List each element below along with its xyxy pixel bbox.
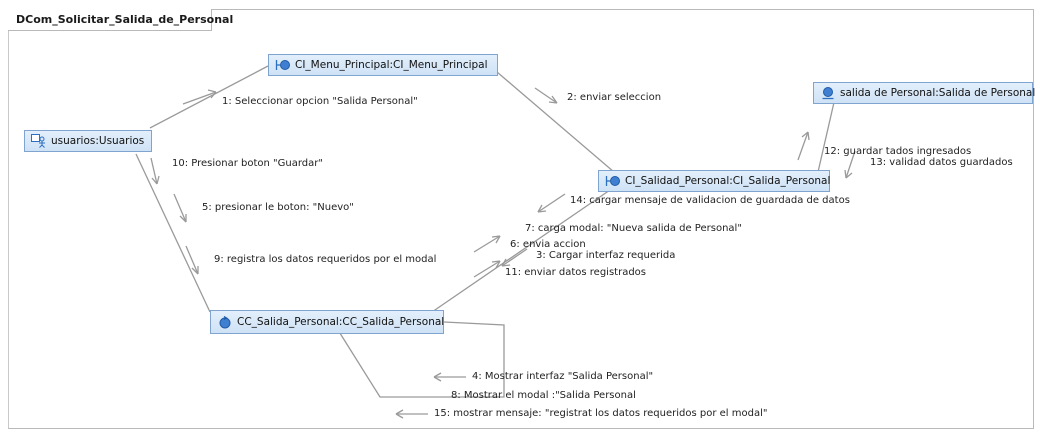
message-2: 2: enviar seleccion [567, 92, 662, 103]
link-ci-salida-entity [817, 97, 836, 173]
diagram-title: DCom_Solicitar_Salida_de_Personal [16, 13, 234, 26]
message-1: 1: Seleccionar opcion "Salida Personal" [222, 96, 418, 107]
message-11: 11: enviar datos registrados [505, 267, 646, 278]
boundary-icon [605, 176, 620, 186]
message-6: 6: envia accion [510, 239, 586, 250]
message-15: 15: mostrar mensaje: "registrat los dato… [434, 408, 768, 419]
message-3: 3: Cargar interfaz requerida [536, 250, 676, 261]
message-13: 13: validad datos guardados [870, 157, 1013, 168]
link-usuarios-menu [149, 65, 269, 129]
boundary-icon [275, 60, 290, 70]
entity-icon [822, 87, 834, 100]
arrow-m9 [185, 245, 199, 275]
message-7: 7: carga modal: "Nueva salida de Persona… [525, 223, 742, 234]
node-label: CC_Salida_Personal:CC_Salida_Personal [237, 316, 445, 328]
arrow-m14 [537, 193, 566, 213]
arrow-m12 [797, 131, 810, 161]
arrow-m15 [395, 409, 428, 419]
link-cc-ci-salida [431, 189, 611, 313]
control-icon [219, 315, 231, 329]
message-9: 9: registra los datos requeridos por el … [214, 254, 437, 265]
message-8: 8: Mostrar el modal :"Salida Personal [451, 390, 636, 401]
arrow-m6 [473, 235, 501, 253]
message-5: 5: presionar le boton: "Nuevo" [202, 202, 354, 213]
link-usuarios-cc [135, 153, 211, 313]
message-12: 12: guardar tados ingresados [824, 146, 972, 157]
arrow-m10 [150, 157, 160, 185]
node-ci-salida[interactable]: CI_Salidad_Personal:CI_Salida_Personal [598, 170, 830, 192]
arrow-m1 [182, 89, 217, 105]
arrow-m5 [173, 193, 187, 223]
node-usuarios[interactable]: usuarios:Usuarios [24, 130, 152, 152]
message-14: 14: cargar mensaje de validacion de guar… [570, 195, 850, 206]
link-menu-ci-salida [496, 71, 615, 173]
node-label: usuarios:Usuarios [51, 135, 145, 147]
node-cc-salida[interactable]: CC_Salida_Personal:CC_Salida_Personal [210, 310, 444, 334]
message-4: 4: Mostrar interfaz "Salida Personal" [472, 371, 654, 382]
actor-icon [31, 134, 45, 148]
node-label: salida de Personal:Salida de Personal [840, 87, 1036, 99]
arrow-m11 [473, 260, 501, 278]
diagram-title-tab: DCom_Solicitar_Salida_de_Personal [8, 9, 233, 31]
arrow-m2 [534, 87, 558, 104]
node-menu-principal[interactable]: CI_Menu_Principal:CI_Menu_Principal [268, 54, 498, 76]
node-label: CI_Salidad_Personal:CI_Salida_Personal [625, 175, 831, 187]
node-salida-entity[interactable]: salida de Personal:Salida de Personal [813, 82, 1036, 104]
message-10: 10: Presionar boton "Guardar" [172, 158, 323, 169]
node-label: CI_Menu_Principal:CI_Menu_Principal [295, 59, 488, 71]
arrow-m13 [844, 150, 856, 179]
arrow-m4 [433, 372, 466, 382]
diagram-frame [8, 9, 1034, 429]
arrow-m3 [501, 248, 528, 267]
link-cc-self [337, 321, 505, 398]
